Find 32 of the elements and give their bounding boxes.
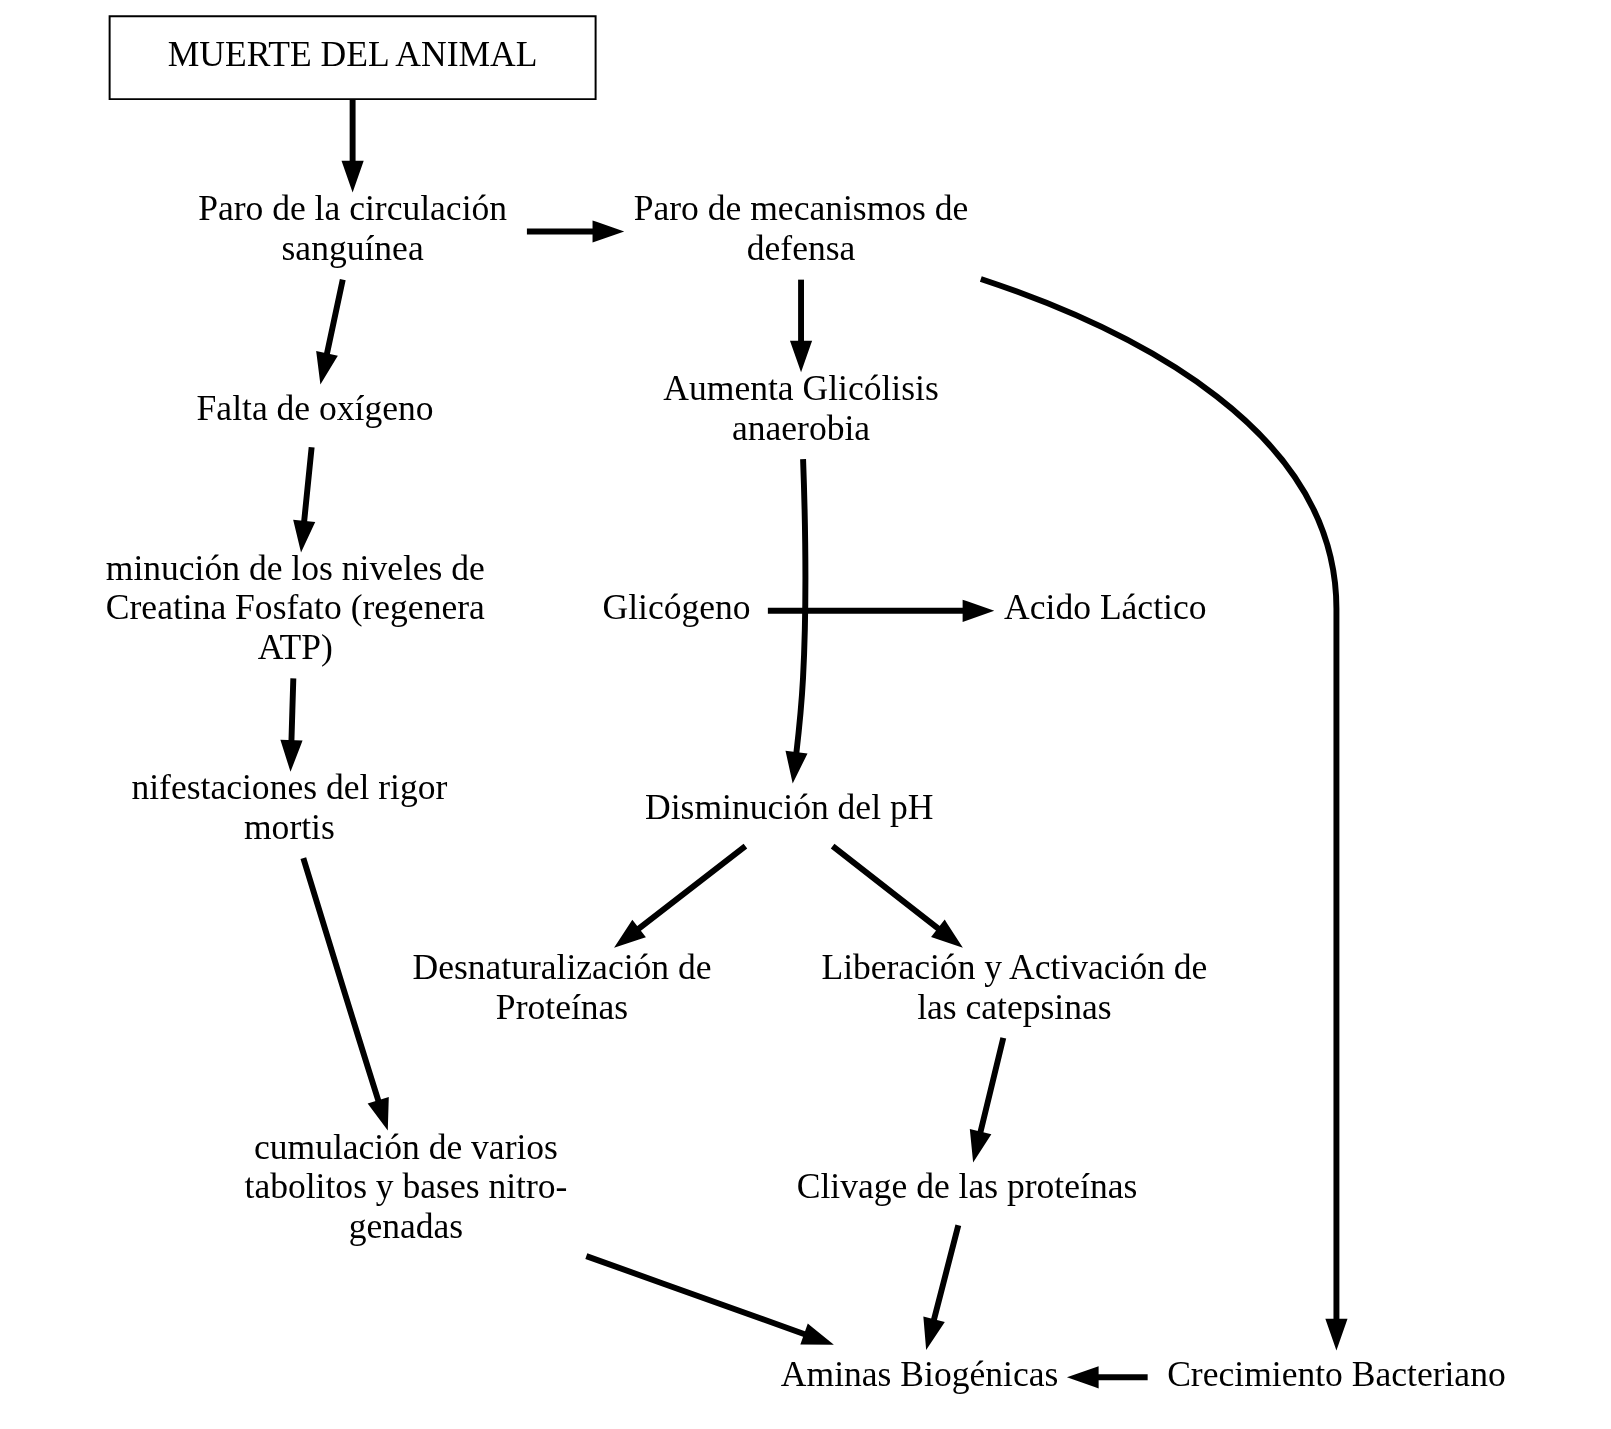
node-text: Crecimiento Bacteriano (1166, 1353, 1506, 1394)
node-text: Paro de mecanismos de defensa (633, 188, 968, 268)
node-text: Aumenta Glicólisis anaerobia (662, 368, 939, 448)
arrow (279, 678, 303, 772)
arrow (969, 1037, 1006, 1163)
arrow (789, 279, 812, 373)
arrow (785, 459, 808, 784)
arrow (584, 1253, 834, 1345)
node-text: Aminas Biogénicas (780, 1353, 1058, 1394)
node-text: cumulación de varios tabolitos y bases nitro- genadas (244, 1126, 567, 1246)
node-text: Desnaturalización de Proteínas (412, 947, 712, 1027)
node-text: Glicógeno (602, 587, 751, 628)
arrow (1066, 1366, 1148, 1389)
arrow (300, 857, 389, 1131)
arrow (315, 279, 346, 385)
node-text: minución de los niveles de Creatina Fosfato (regenera ATP) (105, 547, 485, 667)
arrow (767, 599, 994, 622)
arrow (830, 843, 963, 948)
node-text: Disminución del pH (644, 787, 933, 828)
arrow (526, 220, 624, 243)
arrow (341, 99, 364, 193)
arrow (922, 1224, 961, 1350)
node-text: Falta de oxígeno (196, 387, 434, 428)
arrow (979, 276, 1348, 1351)
node-text: Clivage de las proteínas (796, 1166, 1137, 1207)
node-text: Acido Láctico (1003, 587, 1206, 628)
node-text: nifestaciones del rigor mortis (130, 767, 447, 847)
arrow (613, 843, 747, 948)
node-box: MUERTE DEL ANIMAL (108, 15, 597, 101)
node-text: Liberación y Activación de las catepsinas (820, 947, 1207, 1027)
node-text: Paro de la circulación sanguínea (197, 188, 507, 268)
arrow (292, 447, 315, 553)
